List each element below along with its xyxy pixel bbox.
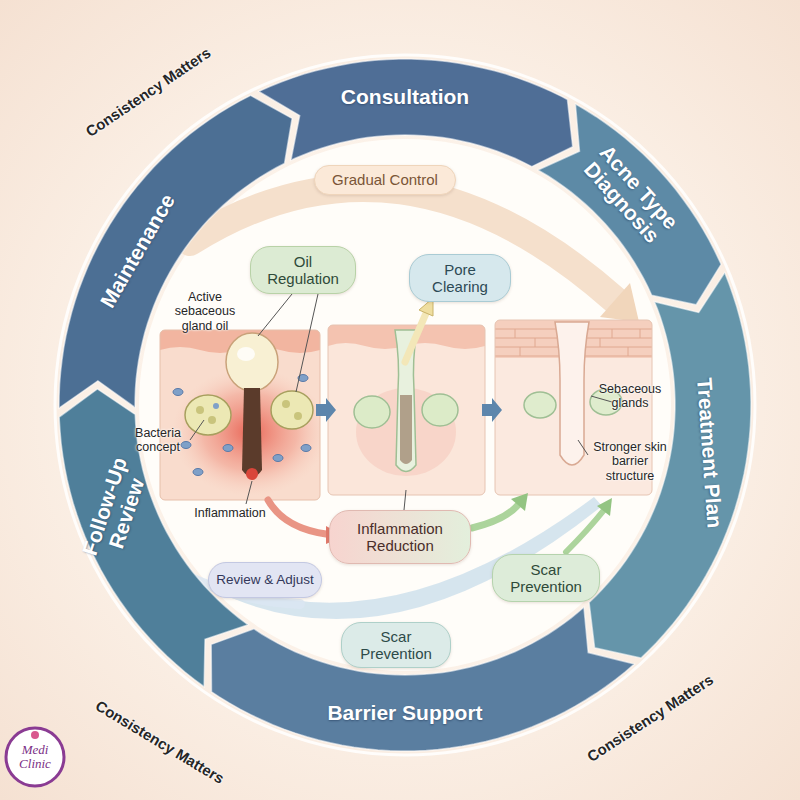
annotation-label: Active sebaceous gland oil [163, 290, 247, 333]
panel-arrow [482, 398, 502, 422]
cycle-step-segment: Treatment Plan [587, 270, 753, 661]
bacteria [223, 445, 233, 452]
gland-cell [196, 406, 204, 414]
benefit-pill: Scar Prevention [492, 554, 600, 602]
gland [524, 392, 556, 418]
segment-label: Consultation [295, 86, 515, 109]
leader-line [296, 294, 318, 392]
benefit-pill: Pore Clearing [409, 254, 511, 302]
pill-label: Scar Prevention [353, 628, 439, 663]
prevention-arrowhead [597, 498, 612, 516]
leader-line [246, 481, 252, 504]
gland-cell [282, 400, 290, 408]
gland [422, 394, 458, 426]
clearing-arrow [405, 311, 427, 362]
leader-line [190, 420, 204, 440]
panel-frame [160, 330, 320, 500]
annotation-label: Sebaceous glands [589, 382, 671, 411]
bacteria [193, 469, 203, 476]
bacteria [173, 389, 183, 396]
prevention-arrow [566, 510, 604, 552]
logo-text: Medi Clinic [9, 743, 61, 770]
progress-pill: Gradual Control [314, 165, 456, 195]
bacteria [273, 455, 283, 462]
segment-fill [211, 607, 634, 751]
ring-outline [55, 55, 755, 755]
leader-line [578, 440, 588, 455]
bacteria [181, 442, 191, 449]
gland [271, 391, 313, 429]
leader-line [591, 396, 612, 402]
segment-shape [587, 270, 753, 661]
follicle-shaft [400, 395, 412, 464]
oil-bulb [226, 333, 278, 391]
panel-arrow [316, 398, 336, 422]
progress-arrowhead [600, 283, 639, 322]
benefit-pill: Inflammation Reduction [329, 510, 471, 564]
gland-cell [208, 416, 216, 424]
cycle-step-segment: Acne Type Diagnosis [535, 101, 724, 307]
recovery-arrowhead [511, 493, 528, 511]
clinic-logo: Medi Clinic [4, 726, 66, 788]
pill-label: Oil Regulation [261, 253, 345, 288]
gland [185, 395, 231, 435]
leader-line [404, 490, 406, 510]
pill-label: Pore Clearing [420, 261, 500, 296]
recovery-arrow [472, 505, 518, 528]
follicle-shaft [242, 388, 262, 477]
reduction-arrow [268, 500, 326, 534]
benefit-pill: Oil Regulation [250, 246, 356, 294]
benefit-pill: Review & Adjust [208, 562, 322, 598]
leader-line [258, 294, 292, 336]
gland-cell [294, 412, 302, 420]
pill-label: Review & Adjust [211, 572, 319, 588]
annotation-label: Inflammation [180, 506, 280, 520]
gland [354, 396, 390, 428]
progress-arc [190, 188, 615, 300]
cycle-step-segment: Consultation [256, 57, 575, 169]
benefit-pill: Scar Prevention [341, 622, 451, 668]
segment-fill [59, 389, 248, 687]
follicle [555, 322, 589, 465]
segment-shape [256, 57, 575, 169]
pill-label: Scar Prevention [503, 561, 589, 596]
inner-disc [139, 139, 671, 671]
pill-label: Gradual Control [319, 171, 451, 188]
oil-highlight [237, 347, 255, 361]
logo-ring [6, 728, 64, 786]
annotation-label: Bacteria concept [123, 426, 193, 455]
segment-fill [538, 104, 721, 305]
bacteria [213, 403, 219, 409]
segment-label: Barrier Support [295, 702, 515, 725]
logo-emblem [31, 731, 39, 739]
annotation-label: Stronger skin barrier structure [587, 440, 673, 483]
segment-fill [259, 59, 573, 167]
bacteria [301, 445, 311, 452]
pill-label: Inflammation Reduction [341, 520, 459, 555]
inflamed-base [246, 468, 258, 480]
skin-panel-active [160, 330, 320, 500]
